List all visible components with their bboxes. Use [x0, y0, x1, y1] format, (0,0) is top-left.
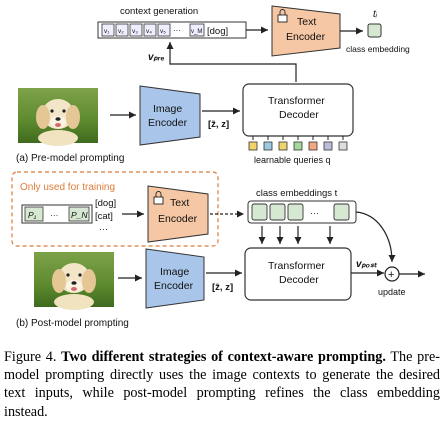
caption-label: Figure 4.: [4, 349, 57, 365]
class-embedding-label: class embedding: [346, 44, 410, 54]
subcaption-pre: (a) Pre-model prompting: [16, 153, 124, 164]
class-embedding-ti: [367, 23, 382, 38]
image-encoder-post-label: Encoder: [154, 280, 194, 292]
transformer-decoder-post-label: Decoder: [279, 274, 319, 286]
method-figure: context generation v₁ v₂ v₃ v₄ v₅ ··· v_…: [11, 5, 425, 329]
prompt-class-label: [dog]: [95, 198, 116, 209]
ctx-token-label: v₃: [132, 28, 138, 35]
ctx-token-label: v₄: [146, 28, 152, 35]
dog-photo: [18, 88, 98, 146]
prompt-class-label: ···: [99, 224, 108, 234]
prompt-token: [24, 206, 44, 222]
context-generation-label: context generation: [120, 6, 198, 17]
prompt-token: [68, 206, 90, 222]
subcaption-post: (b) Post-model prompting: [16, 318, 129, 329]
learnable-queries-label: learnable queries q: [254, 155, 331, 165]
vpre-label: vₚᵣₑ: [148, 52, 165, 63]
class-embeddings-label: class embeddings t: [256, 188, 338, 199]
transformer-decoder-post-label: Transformer: [268, 260, 325, 272]
ctx-class-label: [dog]: [207, 26, 228, 37]
transformer-decoder-pre-label: Decoder: [279, 109, 319, 121]
training-only-label: Only used for training: [20, 182, 115, 193]
ctx-token-label: v_M: [191, 29, 202, 35]
class-embedding: [269, 203, 286, 221]
image-encoder-pre-label: Encoder: [148, 117, 188, 129]
figure-caption: Figure 4. Two different strategies of co…: [4, 348, 440, 421]
class-embeddings-dots: ···: [310, 208, 319, 218]
transformer-decoder-pre-label: Transformer: [268, 95, 325, 107]
text-encoder-post-label: Text: [170, 197, 189, 209]
training-only-region: [11, 171, 219, 247]
prompt-token-label: P₁: [28, 210, 37, 220]
learnable-queries: [248, 136, 348, 151]
ti-label: tᵢ: [373, 9, 378, 20]
prompt-token-label: P_N: [71, 210, 88, 220]
image-encoder-post: [145, 248, 205, 309]
caption-title: Two different strategies of context-awar…: [61, 349, 386, 365]
post-model-section: Only used for training P₁ ··· P_N [dog] …: [11, 171, 425, 329]
prompt-class-label: [cat]: [95, 211, 113, 222]
vpost-label: vₚₒₛₜ: [356, 259, 378, 270]
lock-icon: [153, 191, 164, 205]
lock-icon: [277, 9, 288, 23]
ctx-token-label: v₅: [160, 28, 166, 35]
ctx-token: [129, 23, 143, 37]
image-encoder-pre-label: Image: [153, 103, 182, 115]
ctx-token: [143, 23, 157, 37]
text-encoder-pre: [271, 5, 341, 57]
ctx-token: [157, 23, 171, 37]
ctx-token: [101, 23, 115, 37]
update-label: update: [378, 287, 406, 297]
image-encoder-post-label: Image: [160, 266, 189, 278]
zz-label-pre: [z̄, z]: [208, 119, 229, 130]
dog-photo: [34, 252, 114, 310]
pre-model-section: context generation v₁ v₂ v₃ v₄ v₅ ··· v_…: [16, 5, 410, 165]
transformer-decoder-post: [244, 247, 352, 301]
ctx-token: [189, 23, 205, 37]
text-encoder-pre-label: Encoder: [286, 31, 326, 43]
text-encoder-post-label: Encoder: [158, 213, 198, 225]
class-embedding: [251, 203, 268, 221]
class-embedding: [333, 203, 350, 221]
ctx-token-label: v₂: [118, 28, 124, 35]
arrow-vpre: [166, 42, 297, 82]
class-embedding: [287, 203, 304, 221]
image-encoder-pre: [139, 85, 201, 146]
prompt-token-label: ···: [50, 210, 59, 220]
caption-body: The pre-model prompting directly uses th…: [4, 349, 440, 420]
arrow-emb-to-update: [355, 211, 396, 263]
text-encoder-pre-label: Text: [297, 16, 316, 28]
zz-label-post: [z̄, z]: [212, 282, 233, 293]
update-plus-symbol: +: [388, 269, 394, 281]
ctx-token: [115, 23, 129, 37]
ctx-token-label: v₁: [104, 28, 110, 35]
ctx-dots: ···: [173, 26, 181, 35]
